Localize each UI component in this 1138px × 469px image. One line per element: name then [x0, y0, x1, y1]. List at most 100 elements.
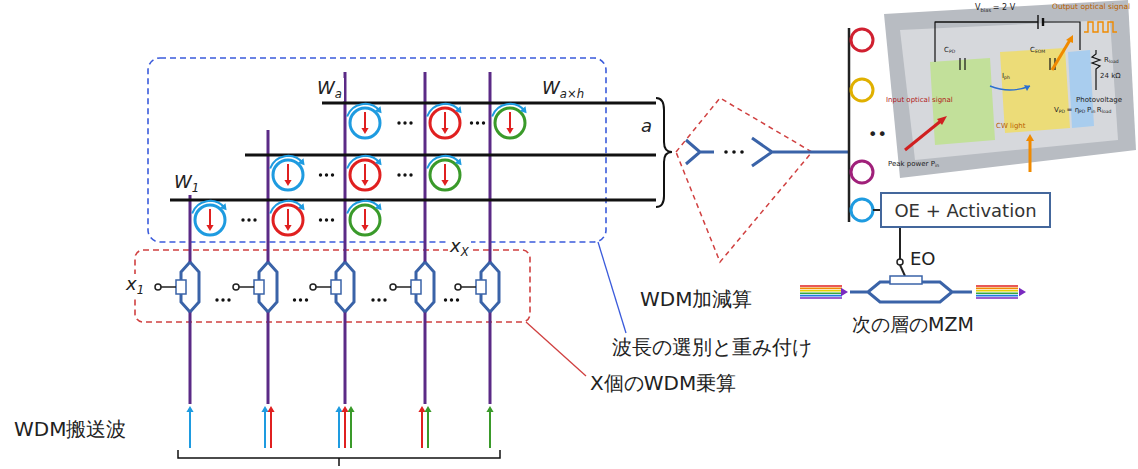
- arrow-head: [441, 128, 448, 134]
- ring-resonator: [273, 160, 303, 190]
- ellipsis-dot: [740, 150, 744, 154]
- ellipsis-dot: [403, 121, 406, 124]
- input-label: x1: [124, 274, 146, 297]
- weight-label: Wa: [315, 78, 344, 101]
- arrow-head: [341, 406, 348, 412]
- formula-label: = η: [1067, 106, 1080, 114]
- ellipsis-dot: [227, 298, 230, 301]
- circulation-arrow: [427, 156, 460, 169]
- ellipsis-dot: [305, 298, 308, 301]
- brace: [656, 98, 672, 207]
- callout-label: WDM搬送波: [14, 418, 126, 441]
- weight-label: W: [317, 77, 335, 98]
- bias-wire: [1043, 22, 1080, 50]
- drop-arrow: [444, 112, 446, 129]
- arrow-head: [520, 106, 527, 113]
- formula-label: P: [1087, 106, 1091, 114]
- electrode: [476, 280, 486, 294]
- waveguide: [424, 312, 427, 404]
- terminal: [310, 284, 316, 290]
- input-label: 1: [137, 283, 144, 297]
- current-label: Iph: [1002, 72, 1010, 81]
- ellipsis-label: ••: [868, 125, 887, 144]
- arrow-head: [347, 406, 354, 412]
- ellipsis-dot: [253, 218, 256, 221]
- ellipsis-label: ••: [868, 126, 887, 144]
- formula-label: in: [1091, 109, 1095, 114]
- ellipsis-dot: [403, 173, 406, 176]
- carrier-arrow: [489, 412, 491, 448]
- carrier-arrow: [264, 412, 266, 448]
- arrow-head: [361, 225, 368, 231]
- current-label: ph: [1004, 75, 1010, 80]
- ellipsis-dot: [325, 218, 328, 221]
- callout-label: WDM加減算: [640, 288, 752, 311]
- ellipsis-dot: [409, 173, 412, 176]
- capacitor-label: C: [1030, 46, 1035, 54]
- box-label: OE + Activation: [894, 200, 1036, 221]
- ellipsis-dot: [221, 298, 224, 301]
- input-label: x: [126, 273, 137, 294]
- wire: [899, 228, 901, 259]
- arrow-head: [424, 406, 431, 412]
- ellipsis-dot: [476, 121, 479, 124]
- callout-label: 次の層のMZM: [852, 314, 974, 336]
- ring-filter: [851, 161, 873, 183]
- arrow-head: [375, 203, 382, 210]
- ellipsis-dot: [397, 173, 400, 176]
- device-chip: [900, 20, 1118, 160]
- arrow-head: [486, 406, 493, 412]
- ring-resonator: [350, 160, 380, 190]
- wdm-arrow: [976, 288, 1018, 290]
- drop-arrow: [444, 164, 446, 181]
- input-label: X: [461, 245, 469, 259]
- electrode: [411, 280, 421, 294]
- current-label: I: [1002, 72, 1004, 80]
- arrow-head: [375, 158, 382, 165]
- waveguide: [424, 72, 427, 262]
- capacitor-symbol: [964, 58, 965, 70]
- power-label: in: [935, 163, 939, 168]
- capacitor-symbol: [1049, 58, 1050, 70]
- drop-arrow: [287, 164, 289, 181]
- ellipsis-dot: [215, 298, 218, 301]
- wdm-arrow: [800, 288, 842, 290]
- bias-voltage-label: = 2 V: [993, 3, 1015, 12]
- carrier-arrow: [270, 412, 272, 448]
- ellipsis-dot: [383, 298, 386, 301]
- terminal: [455, 284, 461, 290]
- circulation-arrow: [347, 156, 380, 169]
- arrow-head: [418, 406, 425, 412]
- process-box: OE + Activation: [880, 192, 1051, 228]
- drop-arrow: [364, 164, 366, 181]
- ellipsis-dot: [450, 298, 453, 301]
- wdm-arrow: [800, 285, 842, 287]
- waveguide: [489, 312, 492, 404]
- signal-label: Input optical signal: [886, 96, 953, 104]
- arrow-head: [267, 406, 274, 412]
- arrow-head: [1026, 134, 1034, 141]
- ring-resonator: [430, 108, 460, 138]
- carrier-arrow: [338, 412, 340, 448]
- formula-label: PD: [1059, 109, 1065, 114]
- signal-label: Output optical signal: [1052, 3, 1130, 12]
- circulation-arrow: [270, 156, 303, 169]
- arrow-head: [441, 180, 448, 186]
- drop-arrow: [287, 209, 289, 226]
- signal-name: EO: [910, 248, 936, 269]
- signal-name: EO: [908, 249, 938, 270]
- wdm-arrow: [800, 297, 842, 299]
- ellipsis-dot: [293, 298, 296, 301]
- bias-voltage-label: Vbias= 2 V: [975, 3, 1015, 14]
- leader-line: [526, 322, 586, 376]
- current-arrow: [990, 86, 1030, 90]
- ellipsis-dot: [444, 298, 447, 301]
- waveguide: [267, 130, 270, 262]
- arrow-head: [375, 106, 382, 113]
- callout-label: 波長の選別と重み付け: [612, 336, 812, 359]
- signal-wave: [1084, 22, 1117, 32]
- terminal: [897, 259, 903, 265]
- resistor-symbol: [1092, 50, 1100, 90]
- resistor-label: Rload: [1104, 56, 1119, 65]
